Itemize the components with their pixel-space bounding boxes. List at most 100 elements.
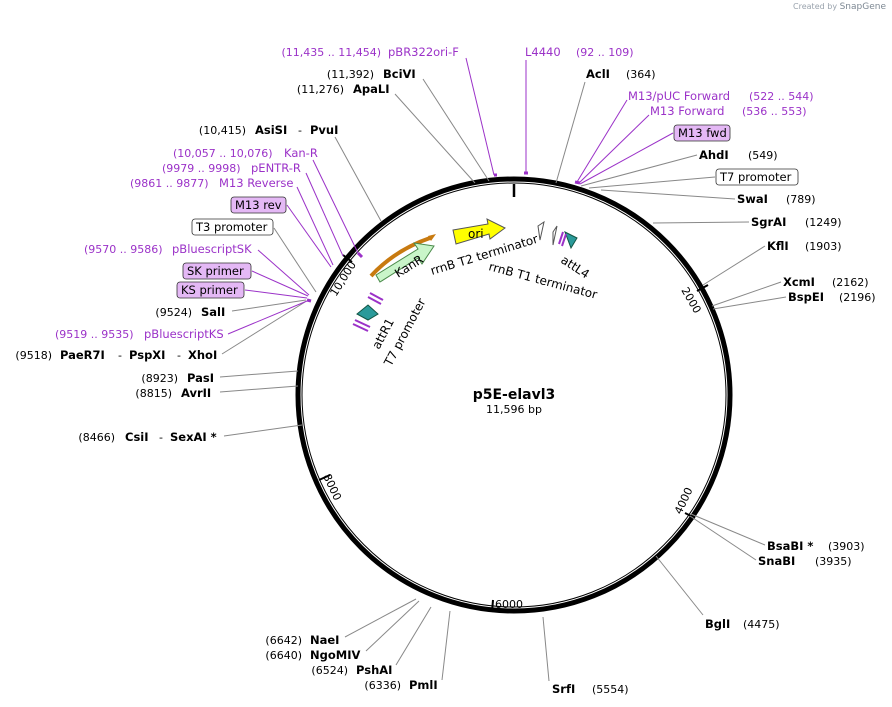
leader-xhoi xyxy=(221,301,306,355)
enzyme-bsabi-pos: (3903) xyxy=(828,540,865,553)
leader-pshai xyxy=(395,606,432,666)
primer-bar-attl4-b xyxy=(561,233,567,247)
separator-csii: - xyxy=(159,431,163,444)
leader-pbluescriptks xyxy=(227,300,308,335)
enzyme-paer7i-name: PaeR7I xyxy=(60,348,105,362)
backbone-circle xyxy=(295,176,733,614)
enzyme-kfli-pos: (1903) xyxy=(805,240,842,253)
primer-m13fwd-pos: (536 .. 553) xyxy=(742,105,807,118)
primer-pbluescriptks-pos: (9519 .. 9535) xyxy=(55,328,134,341)
boxed-primer-sk-label: SK primer xyxy=(187,264,244,278)
leader-m13fwd-box xyxy=(579,132,674,185)
primer-mark-sk xyxy=(306,298,312,303)
enzyme-naei-name: NaeI xyxy=(310,633,339,647)
primer-kanr-pos: (10,057 .. 10,076) xyxy=(173,147,273,160)
leader-bspei xyxy=(712,296,787,310)
enzyme-bgli-name: BglI xyxy=(705,617,730,631)
enzyme-asisi-name: AsiSI xyxy=(255,123,287,137)
leader-t3 xyxy=(273,227,317,293)
group-paer7i-pos: (9518) xyxy=(15,349,52,362)
separator-xhoi: - xyxy=(177,349,181,362)
plasmid-size: 11,596 bp xyxy=(486,403,542,416)
enzyme-bcivi-pos: (11,392) xyxy=(327,68,374,81)
leader-kanr xyxy=(312,159,359,254)
tick-10000 xyxy=(342,254,353,263)
enzyme-bcivi-name: BciVI xyxy=(383,67,416,81)
rrnb-t1-glyph xyxy=(552,225,558,246)
enzyme-xcmi-name: XcmI xyxy=(783,275,815,289)
primer-pbluescriptsk-name: pBluescriptSK xyxy=(172,242,252,256)
enzyme-bsabi-name: BsaBI * xyxy=(767,539,813,553)
group-asisi-pos: (10,415) xyxy=(199,124,246,137)
attl4-arrow xyxy=(564,230,578,250)
rrnb-t2-glyph xyxy=(537,220,545,241)
leader-pbr322 xyxy=(465,57,495,176)
separator-pspxi: - xyxy=(118,349,122,362)
leader-avrii xyxy=(219,385,299,393)
leader-pbluescriptsk xyxy=(257,249,310,296)
boxed-feature-t7-promoter xyxy=(715,168,799,186)
primer-pbr322-name: pBR322ori-F xyxy=(388,45,459,59)
attr1-arrow xyxy=(356,304,379,321)
primer-l4440-name: L4440 xyxy=(525,45,561,59)
enzyme-bspei-name: BspEI xyxy=(788,290,824,304)
primer-bar-attl4-a xyxy=(558,231,564,245)
enzyme-xcmi-pos: (2162) xyxy=(832,276,869,289)
tick-4000 xyxy=(684,512,696,519)
boxed-feature-t7-promoter-label: T7 promoter xyxy=(719,170,792,184)
leader-m13puc xyxy=(576,99,628,183)
tick-label-4000: 4000 xyxy=(672,485,696,516)
primer-bar-left-c xyxy=(369,292,384,301)
enzyme-acli-name: AclI xyxy=(586,67,610,81)
enzyme-swai-name: SwaI xyxy=(737,192,768,206)
leader-naei xyxy=(344,598,417,638)
ori-arrow xyxy=(452,218,506,245)
enzyme-pspxi-name: PspXI xyxy=(129,348,165,362)
leader-snabi xyxy=(689,515,757,561)
boxed-primer-sk xyxy=(182,262,252,280)
orange-arc-feature xyxy=(369,236,431,278)
enzyme-snabi-name: SnaBI xyxy=(758,554,795,568)
leader-apali xyxy=(394,93,476,184)
primer-kanr-name: Kan-R xyxy=(284,146,318,160)
enzyme-avrii-name: AvrII xyxy=(181,386,211,400)
enzyme-pvui-name: PvuI xyxy=(310,123,338,137)
primer-pbluescriptks-name: pBluescriptKS xyxy=(144,327,224,341)
primer-pentr-pos: (9979 .. 9998) xyxy=(162,162,241,175)
primer-pbr322-pos: (11,435 .. 11,454) xyxy=(281,46,381,59)
enzyme-naei-pos: (6642) xyxy=(265,634,302,647)
leader-m13fwd xyxy=(578,114,650,184)
leader-srfi xyxy=(542,616,550,682)
enzyme-ahdi-name: AhdI xyxy=(699,148,729,162)
leader-swai xyxy=(600,189,736,200)
enzyme-pasi-pos: (8923) xyxy=(141,372,178,385)
primer-m13fwd-name: M13 Forward xyxy=(650,104,724,118)
enzyme-csii-name: CsiI xyxy=(125,430,149,444)
tick-label-6000: 6000 xyxy=(495,598,523,611)
enzyme-apali-pos: (11,276) xyxy=(297,83,344,96)
primer-m13puc-name: M13/pUC Forward xyxy=(628,89,730,103)
leader-pentr xyxy=(305,172,344,257)
leader-pasi xyxy=(219,370,299,378)
enzyme-avrii-pos: (8815) xyxy=(135,387,172,400)
enzyme-sgrai-pos: (1249) xyxy=(805,216,842,229)
enzyme-sali-name: SalI xyxy=(201,305,225,319)
primer-bar-left-d xyxy=(367,296,382,305)
enzyme-sgrai-name: SgrAI xyxy=(751,215,786,229)
separator-pvui: - xyxy=(298,124,302,137)
primer-bar-left-b xyxy=(352,323,369,332)
leader-bsabi xyxy=(690,513,766,546)
group-csii-pos: (8466) xyxy=(78,431,115,444)
plasmid-name: p5E-elavl3 xyxy=(473,387,556,403)
ori-label: ori xyxy=(468,227,484,241)
enzyme-srfi-name: SrfI xyxy=(552,682,575,696)
enzyme-bgli-pos: (4475) xyxy=(743,618,780,631)
leader-kfli xyxy=(702,245,766,286)
enzyme-ahdi-pos: (549) xyxy=(748,149,778,162)
tick-8000 xyxy=(318,474,331,481)
enzyme-pmli-name: PmlI xyxy=(409,678,438,692)
leader-t7-top xyxy=(588,176,716,189)
leader-bgli xyxy=(655,555,704,616)
primer-l4440-pos: (92 .. 109) xyxy=(576,46,634,59)
